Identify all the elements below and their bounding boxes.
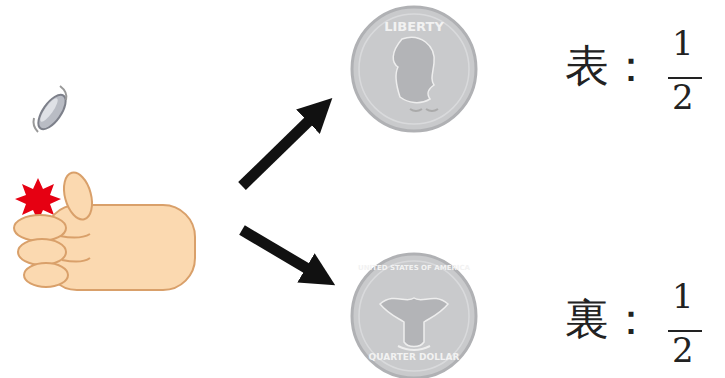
fraction-bar: [668, 330, 702, 332]
coin: UNITED STATES OF AMERICA QUARTER DOLLAR: [350, 252, 478, 378]
coin-inscription: QUARTER DOLLAR: [350, 352, 478, 362]
arrow: [242, 230, 318, 275]
fraction-numerator: 1: [672, 279, 694, 313]
outcome-label: 表：: [565, 44, 653, 88]
outcome-label: 裏：: [565, 297, 653, 341]
hand: [14, 169, 195, 290]
fraction-numerator: 1: [672, 26, 694, 60]
fraction-bar: [668, 77, 702, 79]
arrow: [242, 112, 318, 186]
fraction-denominator: 2: [672, 80, 694, 114]
coin: LIBERTY: [350, 5, 478, 133]
coin-inscription: LIBERTY: [350, 19, 478, 34]
coin-inscription: UNITED STATES OF AMERICA: [350, 264, 478, 272]
fraction-denominator: 2: [672, 333, 694, 367]
spinning-coin: [33, 86, 71, 134]
